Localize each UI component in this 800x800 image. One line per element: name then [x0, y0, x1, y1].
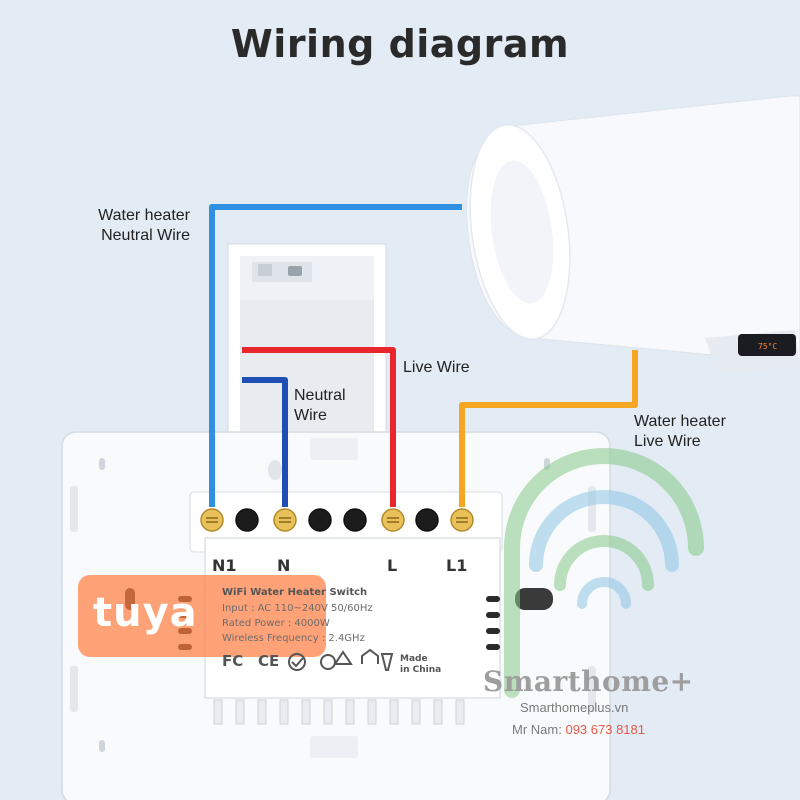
brass-terminal-screw [273, 508, 297, 532]
warning-icon [333, 650, 353, 665]
vent-slot [486, 628, 500, 634]
terminal-label-l1: L1 [446, 556, 468, 575]
brand-wordmark: Smarthome+ [483, 665, 694, 698]
vent-fin [345, 699, 355, 725]
live-wire [242, 347, 396, 507]
contact-phone: 093 673 8181 [565, 722, 645, 737]
recycle-icon [320, 654, 336, 670]
vent-fin [213, 699, 223, 725]
brass-terminal-screw [381, 508, 405, 532]
vent-fin [367, 699, 377, 725]
check-icon [291, 657, 304, 668]
made-in-line2: in China [400, 665, 442, 675]
vent-fin [279, 699, 289, 725]
vent-fin [455, 699, 465, 725]
certification-icons [288, 648, 394, 671]
neutral-wire-label-line2: Wire [294, 407, 327, 424]
water-heater-neutral-label: Water heater Neutral Wire [60, 206, 190, 246]
vent-fin [411, 699, 421, 725]
brass-terminal-screw [450, 508, 474, 532]
brand-website: Smarthomeplus.vn [520, 700, 629, 715]
vent-fin [257, 699, 267, 725]
water-heater-neutral-label-line1: Water heater [98, 207, 190, 224]
vent-fin [235, 699, 245, 725]
wifi-watermark-icon [504, 448, 704, 698]
empty-terminal-hole [235, 508, 259, 532]
terminal-label-n: N [277, 556, 291, 575]
water-heater-neutral-wire [209, 204, 462, 507]
junction-box [227, 243, 387, 445]
fc-mark: FC [222, 652, 244, 670]
diagram-title: Wiring diagram [230, 22, 570, 66]
live-wire-label: Live Wire [403, 359, 470, 376]
terminal-label-l: L [387, 556, 398, 575]
tuya-wordmark: tuya [93, 590, 198, 636]
tuya-logo [78, 575, 326, 657]
vent-slot [486, 644, 500, 650]
neutral-wire-label: Neutral Wire [294, 386, 346, 426]
empty-terminal-hole [415, 508, 439, 532]
water-heater-live-label-line1: Water heater [634, 413, 726, 430]
water-heater-live-label: Water heater Live Wire [634, 412, 726, 452]
device-input: Input : AC 110~240V 50/60Hz [222, 603, 373, 614]
home-icon [361, 648, 379, 664]
brand-contact: Mr Nam: 093 673 8181 [512, 722, 645, 737]
contact-name: Mr Nam: [512, 722, 562, 737]
vent-fin [389, 699, 399, 725]
vent-slot [486, 612, 500, 618]
water-heater-live-label-line2: Live Wire [634, 433, 701, 450]
water-heater [466, 95, 800, 372]
neutral-wire-label-line1: Neutral [294, 387, 346, 404]
rohs-icon [288, 653, 306, 671]
water-heater-live-wire [459, 350, 638, 507]
water-heater-neutral-label-line2: Neutral Wire [101, 227, 190, 244]
neutral-wire [242, 377, 288, 507]
heater-display-text: 75°C [758, 342, 778, 351]
device-wireless-frequency: Wireless Frequency : 2.4GHz [222, 633, 365, 644]
empty-terminal-hole [343, 508, 367, 532]
heater-display [738, 334, 796, 356]
made-in-line1: Made [400, 654, 428, 664]
wires [209, 204, 638, 507]
ce-mark: CE [258, 652, 280, 670]
vent-fin [323, 699, 333, 725]
device-name: WiFi Water Heater Switch [222, 587, 368, 598]
vent-fin [301, 699, 311, 725]
terminal-label-n1: N1 [212, 556, 237, 575]
terminal-screws [200, 508, 474, 532]
made-in-china: Made in China [400, 654, 441, 676]
vent-slot [486, 596, 500, 602]
device-rated-power: Rated Power : 4000W [222, 618, 330, 629]
vent-fin [433, 699, 443, 725]
bin-icon [380, 653, 394, 671]
brass-terminal-screw [200, 508, 224, 532]
empty-terminal-hole [308, 508, 332, 532]
